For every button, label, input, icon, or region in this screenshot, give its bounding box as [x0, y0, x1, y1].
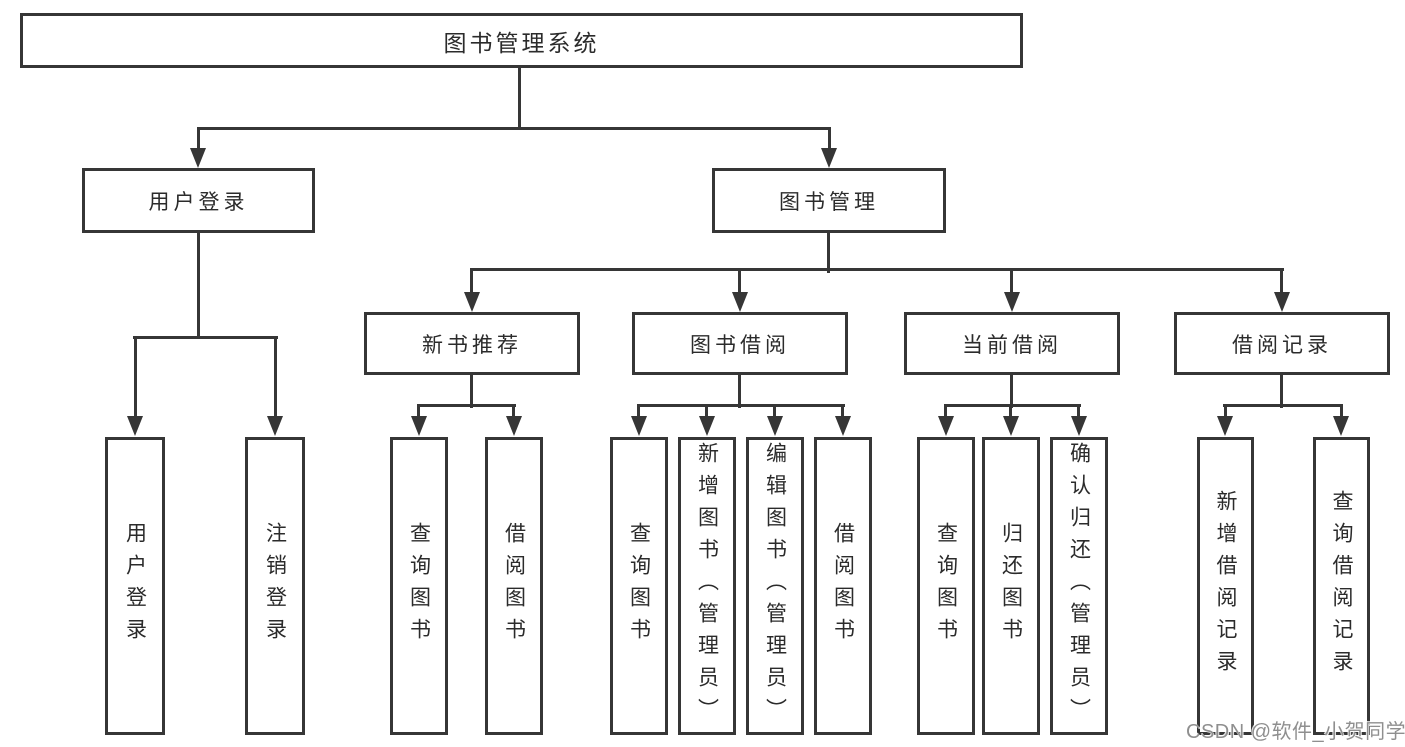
- leaf-query-books-recommend: 查询图书: [390, 437, 448, 735]
- arrow-down-icon: [1333, 416, 1349, 436]
- leaf-query-books-borrow: 查询图书: [610, 437, 668, 735]
- leaf-query-books-borrow-label: 查询图书: [627, 522, 651, 650]
- leaf-query-books-current: 查询图书: [917, 437, 975, 735]
- leaf-add-borrow-record-label: 新增借阅记录: [1214, 490, 1237, 682]
- csdn-watermark: CSDN @软件_小贺同学: [1186, 721, 1405, 743]
- leaf-borrow-books-recommend: 借阅图书: [485, 437, 543, 735]
- arrow-down-icon: [127, 416, 143, 436]
- connector-line: [1009, 404, 1012, 420]
- arrow-down-icon: [464, 292, 480, 312]
- leaf-confirm-return-admin-label: 确认归还（管理员）: [1067, 442, 1091, 730]
- leaf-logout-label: 注销登录: [263, 522, 287, 650]
- arrow-down-icon: [1004, 292, 1020, 312]
- arrow-down-icon: [767, 416, 783, 436]
- leaf-add-books-admin: 新增图书（管理员）: [678, 437, 736, 735]
- arrow-down-icon: [506, 416, 522, 436]
- arrow-down-icon: [1274, 292, 1290, 312]
- connector-line: [944, 404, 947, 420]
- connector-line: [705, 404, 708, 420]
- leaf-add-borrow-record: 新增借阅记录: [1197, 437, 1254, 735]
- connector-line: [197, 127, 831, 130]
- leaf-borrow-books-label: 借阅图书: [831, 522, 855, 650]
- leaf-query-books-current-label: 查询图书: [934, 522, 958, 650]
- connector-line: [417, 404, 420, 420]
- connector-line: [1010, 373, 1013, 408]
- arrow-down-icon: [267, 416, 283, 436]
- leaf-query-borrow-record: 查询借阅记录: [1313, 437, 1370, 735]
- connector-line: [841, 404, 844, 420]
- connector-line: [197, 231, 200, 339]
- connector-line: [1340, 404, 1343, 420]
- connector-line: [512, 404, 515, 420]
- node-book-borrowing: 图书借阅: [632, 312, 848, 375]
- arrow-down-icon: [732, 292, 748, 312]
- connector-line: [197, 127, 200, 150]
- node-current-borrowing: 当前借阅: [904, 312, 1120, 375]
- leaf-add-books-admin-label: 新增图书（管理员）: [695, 442, 719, 730]
- connector-line: [274, 336, 277, 420]
- leaf-return-books-label: 归还图书: [999, 522, 1023, 650]
- connector-line: [470, 268, 1284, 271]
- connector-line: [1223, 404, 1343, 407]
- node-root-library-system: 图书管理系统: [20, 13, 1023, 68]
- arrow-down-icon: [699, 416, 715, 436]
- connector-line: [944, 404, 1081, 407]
- leaf-user-login: 用户登录: [105, 437, 165, 735]
- arrow-down-icon: [1217, 416, 1233, 436]
- connector-line: [828, 127, 831, 150]
- arrow-down-icon: [938, 416, 954, 436]
- node-borrowing-records: 借阅记录: [1174, 312, 1390, 375]
- arrow-down-icon: [835, 416, 851, 436]
- connector-line: [637, 404, 640, 420]
- connector-line: [1077, 404, 1080, 420]
- leaf-edit-books-admin: 编辑图书（管理员）: [746, 437, 804, 735]
- arrow-down-icon: [631, 416, 647, 436]
- connector-line: [1280, 268, 1283, 296]
- connector-line: [134, 336, 137, 420]
- connector-line: [1280, 373, 1283, 408]
- node-book-management: 图书管理: [712, 168, 946, 233]
- connector-line: [1224, 404, 1227, 420]
- arrow-down-icon: [1003, 416, 1019, 436]
- leaf-borrow-books-recommend-label: 借阅图书: [502, 522, 526, 650]
- leaf-logout: 注销登录: [245, 437, 305, 735]
- leaf-return-books: 归还图书: [982, 437, 1040, 735]
- connector-line: [738, 268, 741, 296]
- connector-line: [417, 404, 516, 407]
- arrow-down-icon: [821, 148, 837, 168]
- leaf-query-borrow-record-label: 查询借阅记录: [1330, 490, 1353, 682]
- connector-line: [133, 336, 278, 339]
- node-new-book-recommendation: 新书推荐: [364, 312, 580, 375]
- connector-line: [470, 373, 473, 408]
- connector-line: [738, 373, 741, 408]
- leaf-user-login-label: 用户登录: [123, 522, 147, 650]
- connector-line: [637, 404, 845, 407]
- connector-line: [518, 66, 521, 130]
- connector-line: [827, 231, 830, 273]
- arrow-down-icon: [1071, 416, 1087, 436]
- leaf-edit-books-admin-label: 编辑图书（管理员）: [763, 442, 787, 730]
- connector-line: [470, 268, 473, 296]
- connector-line: [1010, 268, 1013, 296]
- leaf-query-books-recommend-label: 查询图书: [407, 522, 431, 650]
- arrow-down-icon: [190, 148, 206, 168]
- leaf-confirm-return-admin: 确认归还（管理员）: [1050, 437, 1108, 735]
- leaf-borrow-books: 借阅图书: [814, 437, 872, 735]
- arrow-down-icon: [411, 416, 427, 436]
- node-user-login: 用户登录: [82, 168, 315, 233]
- connector-line: [773, 404, 776, 420]
